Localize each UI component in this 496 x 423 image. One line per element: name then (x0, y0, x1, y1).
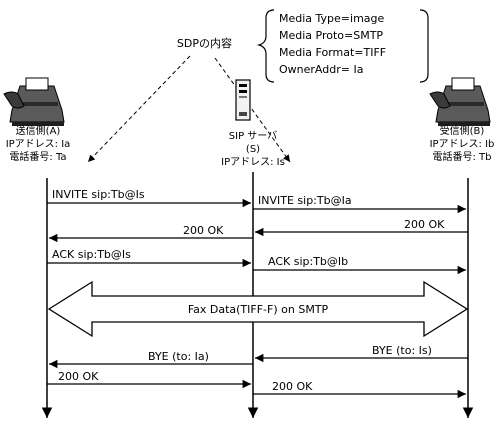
msg-bye-s-a: BYE (to: Ia) (148, 350, 209, 363)
sender-ip: IPアドレス: Ia (6, 139, 71, 150)
msg-ok-b-s: 200 OK (404, 218, 445, 231)
msg-fax-data: Fax Data(TIFF-F) on SMTP (188, 303, 329, 316)
sender-phone: 電話番号: Ta (9, 150, 66, 163)
receiver-role: 受信側(B) (440, 124, 485, 137)
sdp-line-owner-addr: OwnerAddr= Ia (279, 63, 363, 76)
sdp-label: SDPの内容 (177, 36, 232, 50)
sender-role: 送信側(A) (16, 124, 61, 137)
sdp-line-media-proto: Media Proto=SMTP (279, 29, 383, 42)
sdp-line-media-type: Media Type=image (279, 12, 385, 25)
msg-ack-s-b: ACK sip:Tb@Ib (268, 255, 348, 268)
server-id: (S) (246, 144, 260, 155)
msg-ok-s-a: 200 OK (183, 224, 224, 237)
msg-ack-a-s: ACK sip:Tb@Is (52, 248, 131, 261)
receiver-ip: IPアドレス: Ib (430, 139, 495, 150)
receiver-phone: 電話番号: Tb (432, 150, 491, 163)
fax-machine-icon (430, 78, 490, 126)
msg-ok-a-s: 200 OK (58, 370, 99, 383)
server-ip: IPアドレス: Is (221, 157, 285, 168)
fax-machine-icon (4, 78, 64, 126)
server-tower-icon (236, 80, 250, 120)
sdp-line-media-format: Media Format=TIFF (279, 46, 386, 59)
msg-ok-s-b: 200 OK (272, 380, 313, 393)
msg-bye-b-s: BYE (to: Is) (372, 344, 432, 357)
sdp-pointer-left (88, 56, 190, 162)
server-name: SIP サーバ (229, 130, 277, 142)
msg-invite-s-b: INVITE sip:Tb@Ia (258, 194, 352, 207)
msg-invite-a-s: INVITE sip:Tb@Is (52, 188, 145, 201)
